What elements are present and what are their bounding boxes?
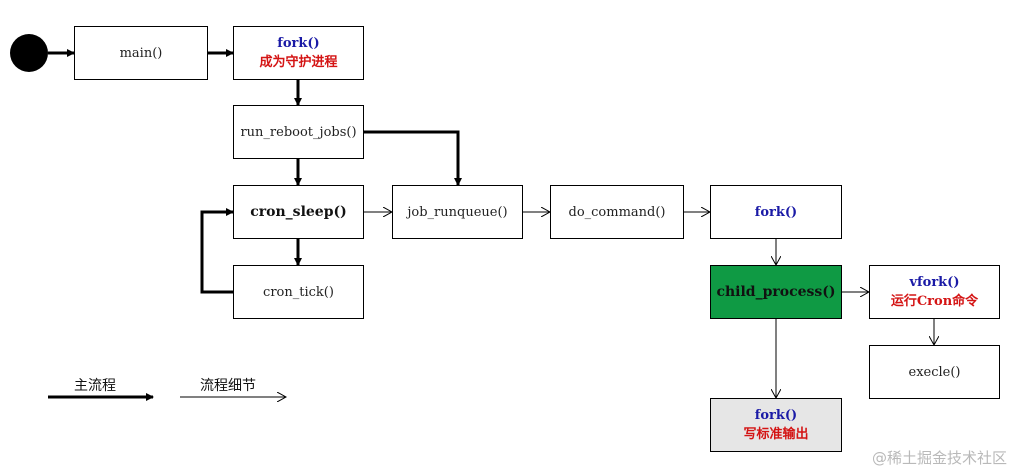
node-cron-tick: cron_tick() xyxy=(233,265,364,319)
node-execle-label: execle() xyxy=(908,364,961,380)
node-fork-daemon: fork() 成为守护进程 xyxy=(233,26,364,80)
watermark: @稀土掘金技术社区 xyxy=(871,449,1007,467)
node-cron-tick-label: cron_tick() xyxy=(263,284,334,300)
node-main-label: main() xyxy=(119,45,163,61)
node-execle: execle() xyxy=(869,345,1000,399)
node-job-runqueue-label: job_runqueue() xyxy=(407,204,508,220)
node-main: main() xyxy=(74,26,208,80)
node-fork-daemon-subtitle: 成为守护进程 xyxy=(259,55,338,70)
node-fork: fork() xyxy=(710,185,842,239)
node-job-runqueue: job_runqueue() xyxy=(392,185,523,239)
node-fork-output: fork() 写标准输出 xyxy=(710,398,842,452)
node-vfork-subtitle: 运行Cron命令 xyxy=(890,294,979,309)
node-fork-label: fork() xyxy=(754,204,798,220)
node-fork-daemon-title: fork() xyxy=(277,36,320,51)
node-run-reboot-jobs-label: run_reboot_jobs() xyxy=(240,124,357,140)
node-cron-sleep-label: cron_sleep() xyxy=(250,203,347,220)
legend-main-flow-label: 主流程 xyxy=(74,378,116,394)
node-vfork: vfork() 运行Cron命令 xyxy=(869,265,1000,319)
legend-detail-flow-label: 流程细节 xyxy=(200,378,256,394)
node-do-command: do_command() xyxy=(550,185,684,239)
node-child-process-label: child_process() xyxy=(716,283,836,300)
arrow-reboot-to-runqueue xyxy=(364,130,462,186)
node-run-reboot-jobs: run_reboot_jobs() xyxy=(233,105,364,159)
start-node xyxy=(10,34,48,72)
node-vfork-title: vfork() xyxy=(909,275,960,290)
node-child-process: child_process() xyxy=(710,265,842,319)
node-cron-sleep: cron_sleep() xyxy=(233,185,364,239)
node-fork-output-subtitle: 写标准输出 xyxy=(743,427,809,442)
arrow-tick-loop-back xyxy=(200,208,234,294)
node-fork-output-title: fork() xyxy=(754,408,798,423)
node-do-command-label: do_command() xyxy=(568,204,666,220)
